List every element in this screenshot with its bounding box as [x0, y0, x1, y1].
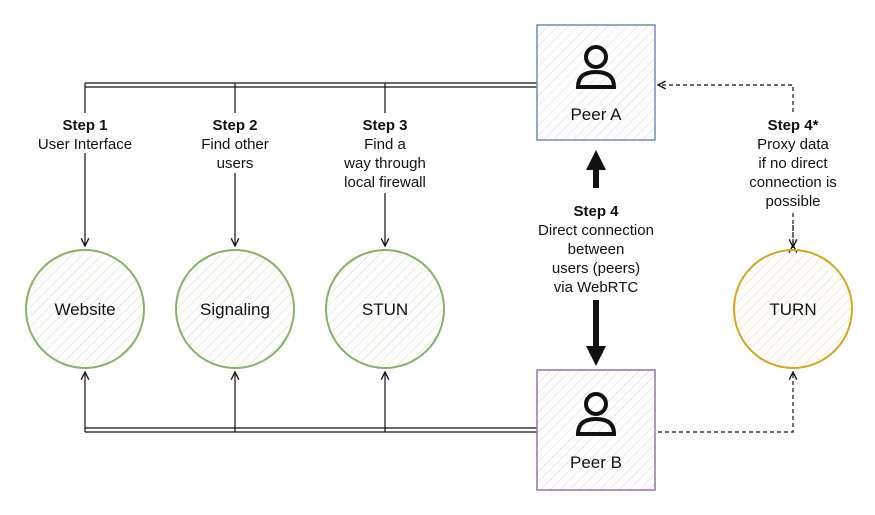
step2-title: Step 2: [212, 117, 257, 134]
stun-circle: [325, 249, 445, 369]
signaling-circle: [175, 249, 295, 369]
stun-node[interactable]: STUN: [325, 249, 445, 369]
turn-label: TURN: [769, 300, 816, 319]
turn-node[interactable]: TURN: [733, 249, 853, 369]
step3-label: Step 3 Find a way through local firewall: [328, 113, 442, 193]
step4-star-line-2: if no direct: [758, 155, 828, 172]
step3-title: Step 3: [362, 117, 407, 134]
step2-line-2: users: [217, 155, 254, 172]
step4-star-line-3: connection is: [749, 174, 837, 191]
stun-label: STUN: [362, 300, 408, 319]
peer-b-connectors: [85, 372, 537, 433]
website-label: Website: [54, 300, 115, 319]
peer-a-node[interactable]: Peer A: [536, 24, 656, 141]
peer-a-box: [536, 24, 656, 141]
website-node[interactable]: Website: [25, 249, 145, 369]
step4-label: Step 4 Direct connection between users (…: [538, 203, 654, 296]
step2-label: Step 2 Find other users: [192, 113, 278, 173]
signaling-node[interactable]: Signaling: [175, 249, 295, 369]
peer-b-box: [536, 369, 656, 491]
step3-line-3: local firewall: [344, 174, 426, 191]
peer-b-label: Peer B: [570, 453, 622, 472]
website-circle: [25, 249, 145, 369]
step4-line-4: via WebRTC: [554, 279, 639, 296]
peer-b-node[interactable]: Peer B: [536, 369, 656, 491]
step4-star-line-1: Proxy data: [757, 136, 829, 153]
user-icon: [575, 45, 617, 89]
step1-title: Step 1: [62, 117, 107, 134]
step4-star-title: Step 4*: [768, 117, 819, 134]
step4-line-3: users (peers): [552, 260, 640, 277]
step1-label: Step 1 User Interface: [30, 113, 142, 153]
step4-star-line-4: possible: [765, 193, 820, 210]
step4-line-1: Direct connection: [538, 222, 654, 239]
step4-star-label: Step 4* Proxy data if no direct connecti…: [730, 113, 856, 211]
step3-line-2: way through: [343, 155, 426, 172]
turn-circle: [733, 249, 853, 369]
signaling-label: Signaling: [200, 300, 270, 319]
peer-a-label: Peer A: [570, 105, 622, 124]
user-icon: [575, 392, 617, 436]
direct-connection-arrow: [586, 150, 606, 366]
step4-title: Step 4: [573, 203, 619, 220]
step1-line-1: User Interface: [38, 136, 132, 153]
peer-a-connectors: [85, 82, 537, 246]
step2-line-1: Find other: [201, 136, 269, 153]
step3-line-1: Find a: [364, 136, 406, 153]
step4-line-2: between: [568, 241, 625, 258]
